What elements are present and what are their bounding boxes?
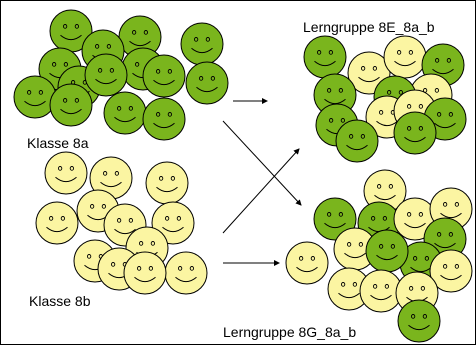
class-8a-cluster bbox=[13, 9, 229, 141]
smiley-face-icon bbox=[313, 197, 357, 241]
group-8g-cluster bbox=[285, 169, 473, 343]
smiley-face-icon bbox=[327, 267, 371, 311]
smiley-face-icon bbox=[185, 61, 229, 105]
smiley-face-icon bbox=[303, 35, 347, 79]
smiley-face-icon bbox=[285, 241, 329, 285]
class-8b-cluster bbox=[35, 151, 208, 295]
arrow-icon bbox=[222, 148, 300, 234]
smiley-face-icon bbox=[49, 83, 93, 127]
smiley-face-icon bbox=[13, 75, 57, 119]
smiley-face-icon bbox=[397, 299, 441, 343]
arrow-icon bbox=[222, 120, 302, 206]
label-class-8b: Klasse 8b bbox=[29, 293, 91, 309]
smiley-face-icon bbox=[103, 91, 147, 135]
smiley-face-icon bbox=[142, 97, 186, 141]
smiley-face-icon bbox=[145, 161, 189, 205]
group-8e-cluster bbox=[303, 35, 467, 163]
smiley-face-icon bbox=[35, 201, 79, 245]
arrows bbox=[222, 98, 302, 266]
smiley-face-icon bbox=[335, 119, 379, 163]
smiley-face-icon bbox=[365, 229, 409, 273]
smiley-face-icon bbox=[49, 9, 93, 53]
smiley-face-icon bbox=[84, 53, 128, 97]
smiley-face-icon bbox=[123, 251, 167, 295]
label-group-8g: Lerngruppe 8G_8a_b bbox=[223, 324, 357, 340]
smiley-face-icon bbox=[393, 197, 437, 241]
smiley-face-icon bbox=[142, 54, 186, 98]
smiley-face-icon bbox=[393, 111, 437, 155]
label-class-8a: Klasse 8a bbox=[27, 135, 89, 151]
smiley-face-icon bbox=[44, 151, 88, 195]
label-group-8e: Lerngruppe 8E_8a_b bbox=[303, 19, 435, 35]
smiley-face-icon bbox=[429, 249, 473, 293]
smiley-face-icon bbox=[180, 22, 224, 66]
smiley-face-icon bbox=[383, 35, 427, 79]
smiley-face-icon bbox=[164, 251, 208, 295]
